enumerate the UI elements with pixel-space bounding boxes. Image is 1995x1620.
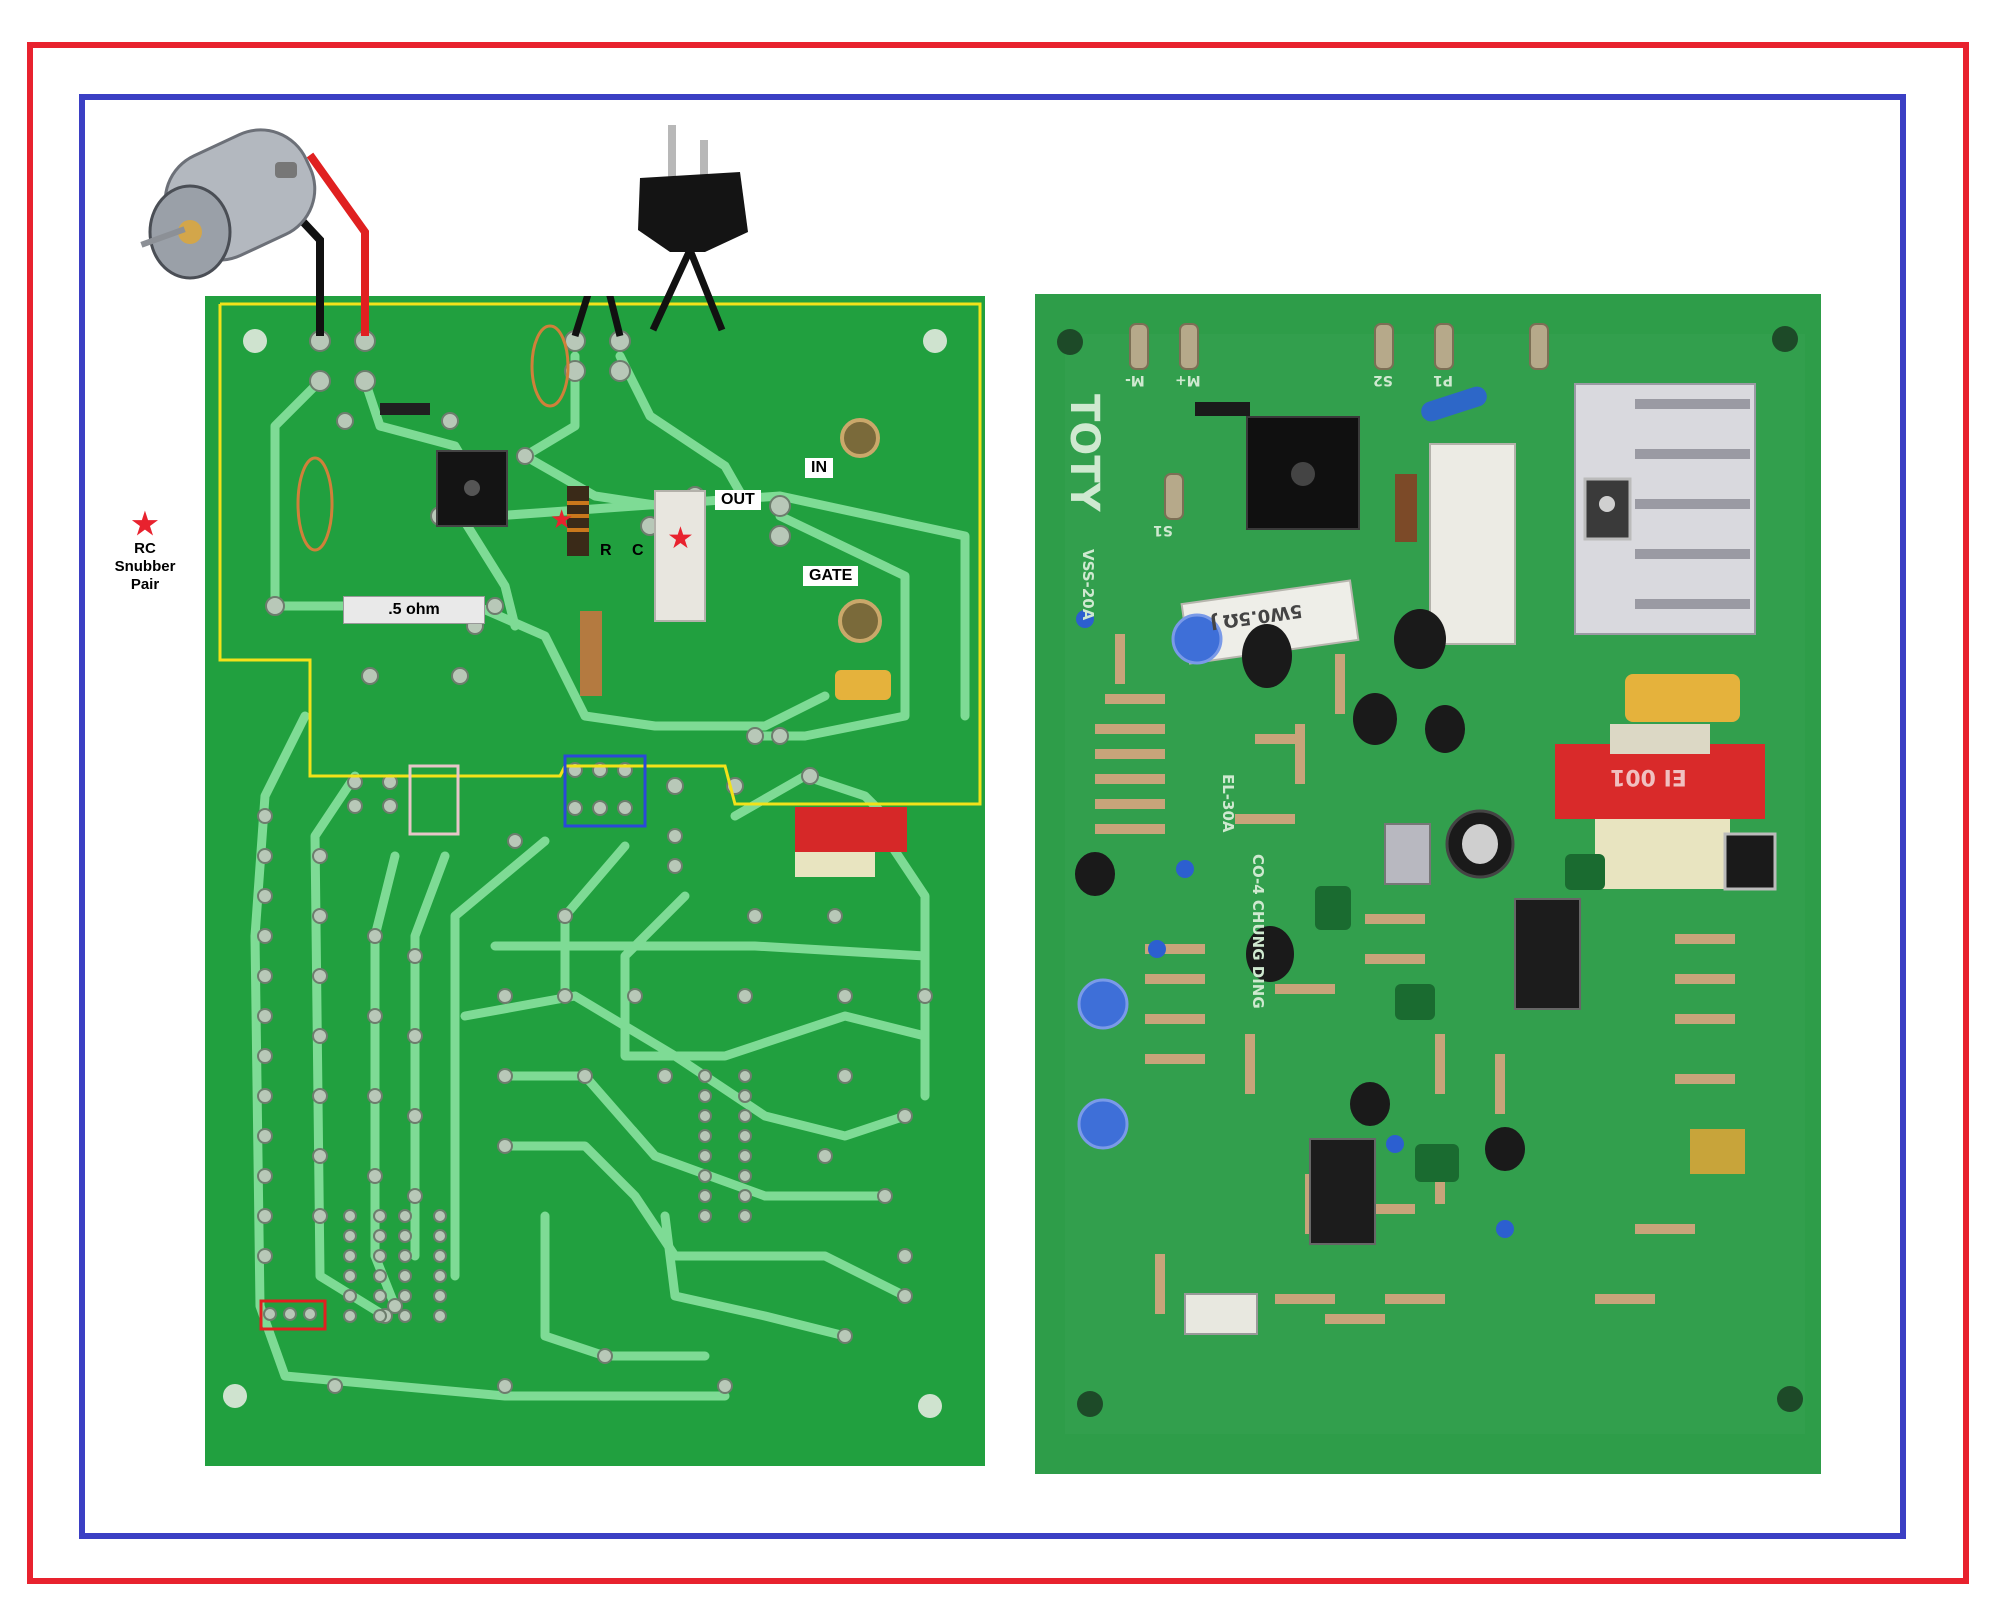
left-board-traces: ★ ★ — [218, 296, 982, 1418]
silk-terminal-p1: P1 — [1433, 372, 1454, 388]
label-in: IN — [805, 458, 833, 478]
label-c: C — [632, 542, 644, 559]
legend-line-2: Snubber — [114, 558, 176, 575]
silk-terminal-s2: S2 — [1373, 372, 1393, 388]
silk-terminal-m-minus: M- — [1125, 372, 1145, 388]
silk-maker: CO-4 CHUNG DING — [1249, 854, 1267, 1009]
right-board-components — [1035, 294, 1821, 1474]
capacitor-star-icon: ★ — [667, 521, 694, 556]
silk-brand: TOTY — [1061, 394, 1107, 512]
silk-transformer-marking: EI 001 — [1610, 764, 1687, 789]
label-r: R — [600, 542, 612, 559]
rc-snubber-legend: ★ RC Snubber Pair — [110, 510, 180, 594]
label-out: OUT — [715, 490, 761, 510]
right-pcb-component-side: TOTY VSS-20A EL-30A CO-4 CHUNG DING 5W0.… — [1035, 294, 1821, 1474]
legend-line-1: RC — [134, 540, 156, 557]
silk-model: VSS-20A — [1079, 549, 1097, 621]
outer-red-frame — [27, 42, 1969, 1584]
inner-blue-frame — [79, 94, 1906, 1539]
resistor-star-icon: ★ — [550, 505, 573, 535]
silk-terminal-m-plus: M+ — [1175, 372, 1201, 388]
legend-star-icon: ★ — [131, 508, 159, 541]
label-resistor-value: .5 ohm — [343, 596, 485, 624]
silk-sub-model: EL-30A — [1219, 774, 1237, 833]
left-pcb-solder-side: ★ ★ IN OUT GATE R C .5 ohm — [205, 296, 985, 1466]
label-gate: GATE — [803, 566, 859, 586]
legend-line-3: Pair — [130, 576, 160, 593]
silk-terminal-s1: S1 — [1153, 522, 1173, 538]
